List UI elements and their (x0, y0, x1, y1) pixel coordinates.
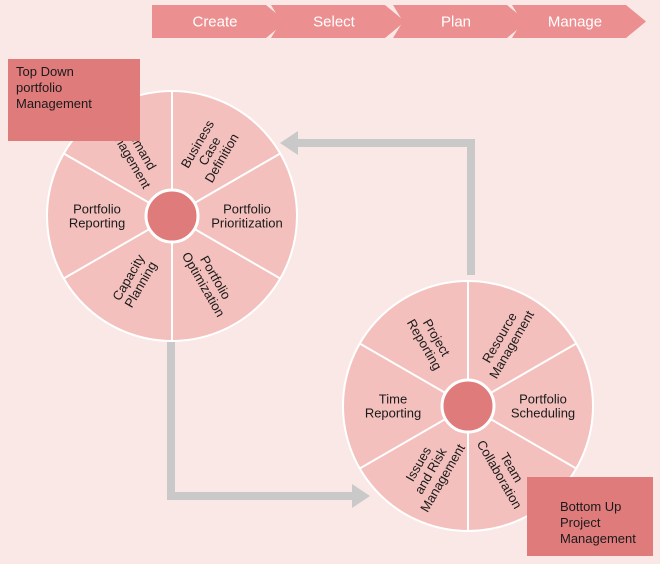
phase-label-manage: Manage (548, 14, 602, 31)
top-down-wheel: BusinessCaseDefinitionPortfolioPrioritiz… (46, 90, 298, 342)
bottom-up-box-bg (527, 477, 653, 556)
phase-chevrons: Create Select Plan Manage (152, 5, 646, 38)
bottom-up-label-line-2: Project (560, 515, 601, 530)
bottom-up-segment-label: Reporting (365, 406, 421, 421)
top-down-hub (144, 188, 200, 244)
top-down-wheel-rim (46, 90, 298, 342)
top-down-label-box: Top Down portfolio Management (8, 59, 140, 141)
phase-chevron-manage (512, 5, 646, 38)
phase-chevron-select (271, 5, 405, 38)
top-down-segment-label: Reporting (69, 216, 125, 231)
bottom-up-segment-label: Time (379, 392, 407, 407)
top-down-label-line-2: portfolio (16, 80, 62, 95)
top-down-box-bg (8, 59, 140, 141)
arrow-bottom-up-to-top-down (296, 139, 475, 275)
bottom-up-hub (440, 378, 496, 434)
phase-label-plan: Plan (441, 14, 471, 31)
bottom-up-wheel-rim (342, 280, 594, 532)
top-down-segment-label: Portfolio (223, 202, 271, 217)
bottom-up-wheel: ResourceManagementPortfolioSchedulingTea… (342, 280, 594, 532)
bottom-up-label-line-1: Bottom Up (560, 499, 621, 514)
bottom-up-label-box: Bottom Up Project Management (527, 477, 653, 556)
arrowhead-right (352, 484, 370, 508)
top-down-label-line-1: Top Down (16, 64, 74, 79)
phase-label-create: Create (192, 14, 237, 31)
phase-chevron-plan (393, 5, 527, 38)
arrow-top-down-to-bottom-up (167, 340, 355, 500)
bottom-up-segment-label: Scheduling (511, 406, 575, 421)
bottom-up-segment-label: Portfolio (519, 392, 567, 407)
cycle-arrows (167, 131, 475, 508)
top-down-label-line-3: Management (16, 96, 92, 111)
top-down-segment-label: Prioritization (211, 216, 283, 231)
phase-label-select: Select (313, 14, 356, 31)
phase-chevron-create (152, 5, 286, 38)
top-down-segment-label: Portfolio (73, 202, 121, 217)
bottom-up-label-line-3: Management (560, 531, 636, 546)
arrowhead-left (280, 131, 298, 155)
